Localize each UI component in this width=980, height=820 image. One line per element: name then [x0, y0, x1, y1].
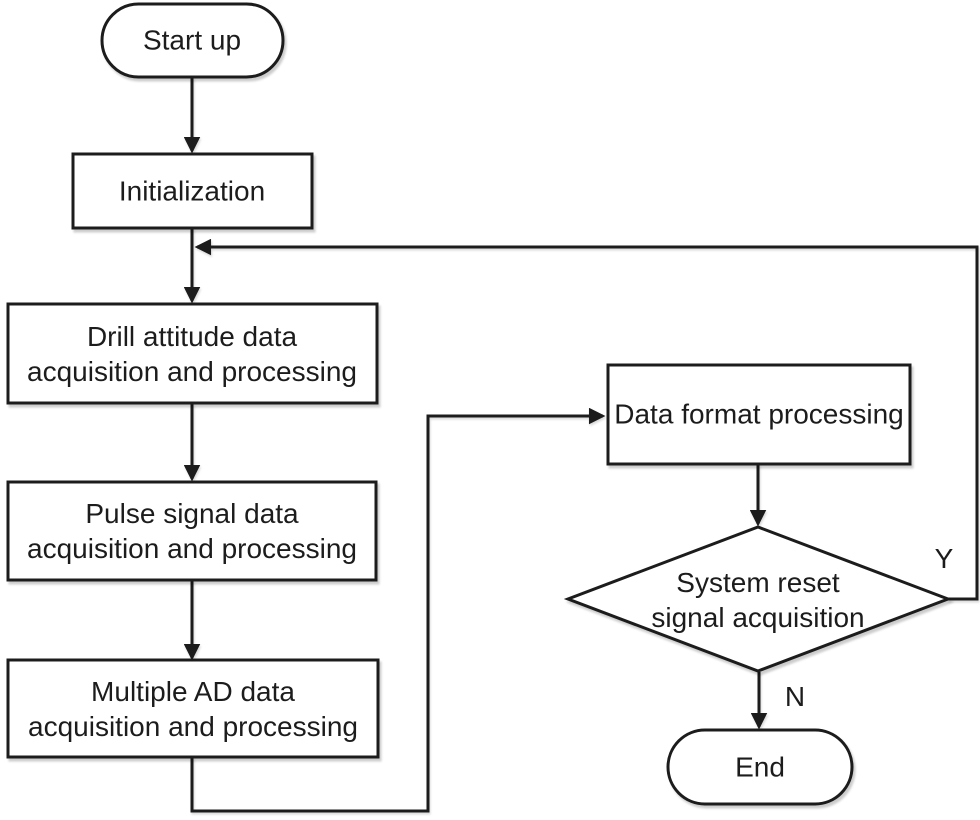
drill-attitude-label-line1: Drill attitude data	[86, 321, 298, 352]
drill-attitude-process-shape	[6, 302, 379, 405]
startup-label: Start up	[142, 24, 242, 56]
drill-attitude-label-line2: acquisition and processing	[27, 356, 357, 387]
initialization-process-shape	[71, 152, 314, 230]
system-reset-decision-shape	[563, 525, 953, 673]
pulse-signal-label-line1: Pulse signal data	[85, 498, 299, 529]
edge-system-reset-yes-loopback	[194, 238, 979, 601]
multiple-ad-process-shape	[6, 658, 380, 759]
end-label: End	[735, 751, 785, 783]
system-reset-label: System reset signal acquisition	[651, 565, 864, 635]
multiple-ad-label-line2: acquisition and processing	[28, 711, 358, 742]
drill-attitude-label: Drill attitude data acquisition and proc…	[27, 319, 357, 389]
edge-multiple-ad-to-data-format	[190, 407, 606, 813]
branch-yes-label: Y	[934, 543, 954, 574]
multiple-ad-label: Multiple AD data acquisition and process…	[28, 674, 358, 744]
data-format-process-shape	[606, 363, 912, 466]
end-terminator-shape	[666, 728, 854, 806]
pulse-signal-label: Pulse signal data acquisition and proces…	[27, 496, 357, 566]
branch-no-label: N	[784, 681, 806, 712]
initialization-label: Initialization	[118, 175, 266, 207]
pulse-signal-label-line2: acquisition and processing	[27, 533, 357, 564]
pulse-signal-process-shape	[6, 480, 378, 582]
multiple-ad-label-line1: Multiple AD data	[91, 676, 295, 707]
data-format-label: Data format processing	[614, 398, 904, 430]
system-reset-label-line2: signal acquisition	[651, 602, 865, 633]
system-reset-label-line1: System reset	[676, 567, 840, 598]
startup-terminator-shape	[100, 2, 285, 79]
